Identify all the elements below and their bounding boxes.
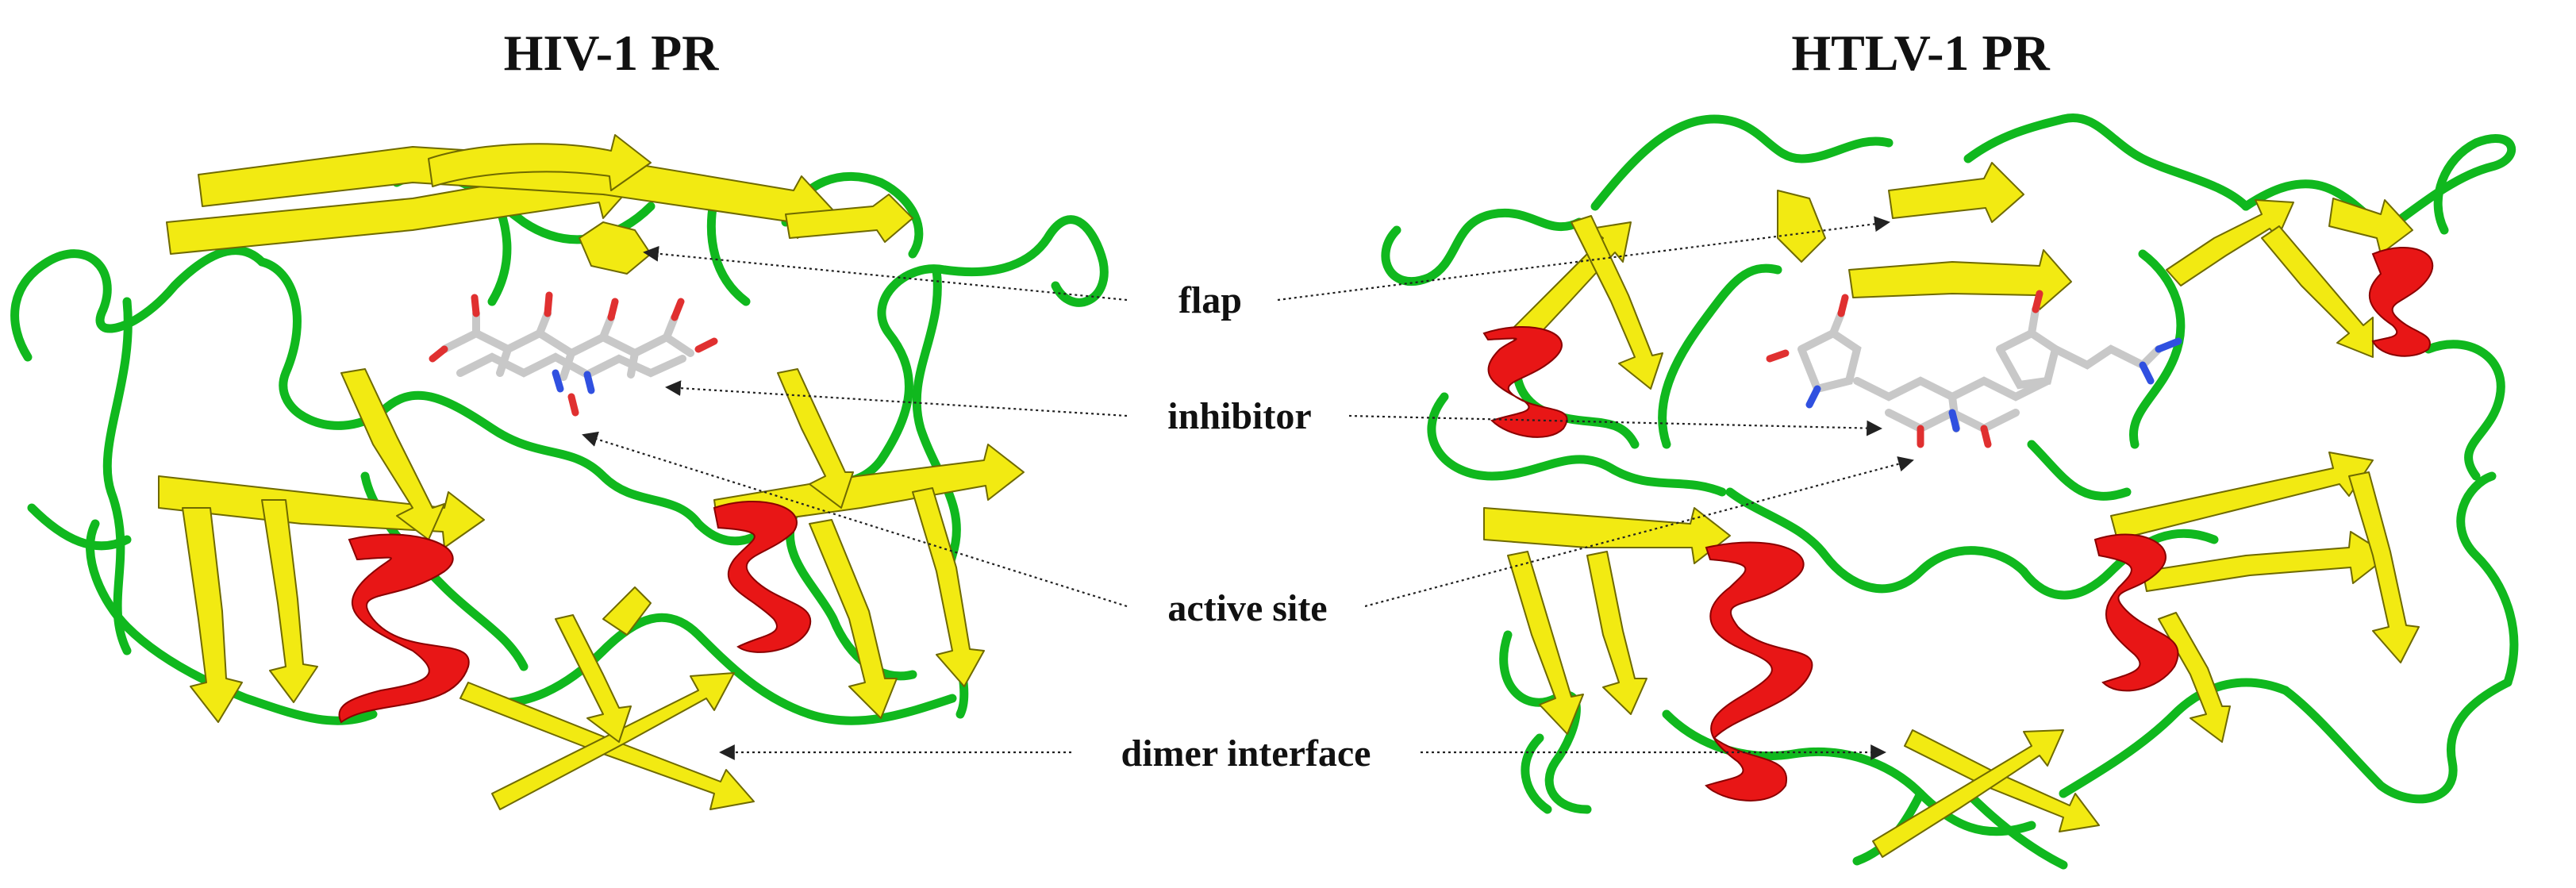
callout-active-site: active site (1167, 587, 1327, 629)
hiv1-inhibitor (433, 295, 714, 413)
callout-flap: flap (1178, 279, 1242, 321)
callout-dimer-interface: dimer interface (1121, 732, 1371, 775)
callout-inhibitor: inhibitor (1167, 395, 1311, 437)
hiv1-pr-title: HIV-1 PR (504, 25, 720, 81)
htlv1-pr-title: HTLV-1 PR (1791, 25, 2050, 81)
htlv1-leader-lines (1278, 222, 1913, 752)
hiv1-coil (15, 175, 1105, 721)
callout-labels: flap inhibitor active site dimer interfa… (1071, 274, 1421, 775)
htlv1-inhibitor (1770, 294, 2178, 444)
htlv1-beta-strands (1484, 163, 2419, 857)
hiv1-alpha-helices (339, 502, 810, 722)
hiv1-pr-panel: HIV-1 PR (15, 25, 1127, 809)
htlv1-pr-panel: HTLV-1 PR (1278, 25, 2514, 865)
